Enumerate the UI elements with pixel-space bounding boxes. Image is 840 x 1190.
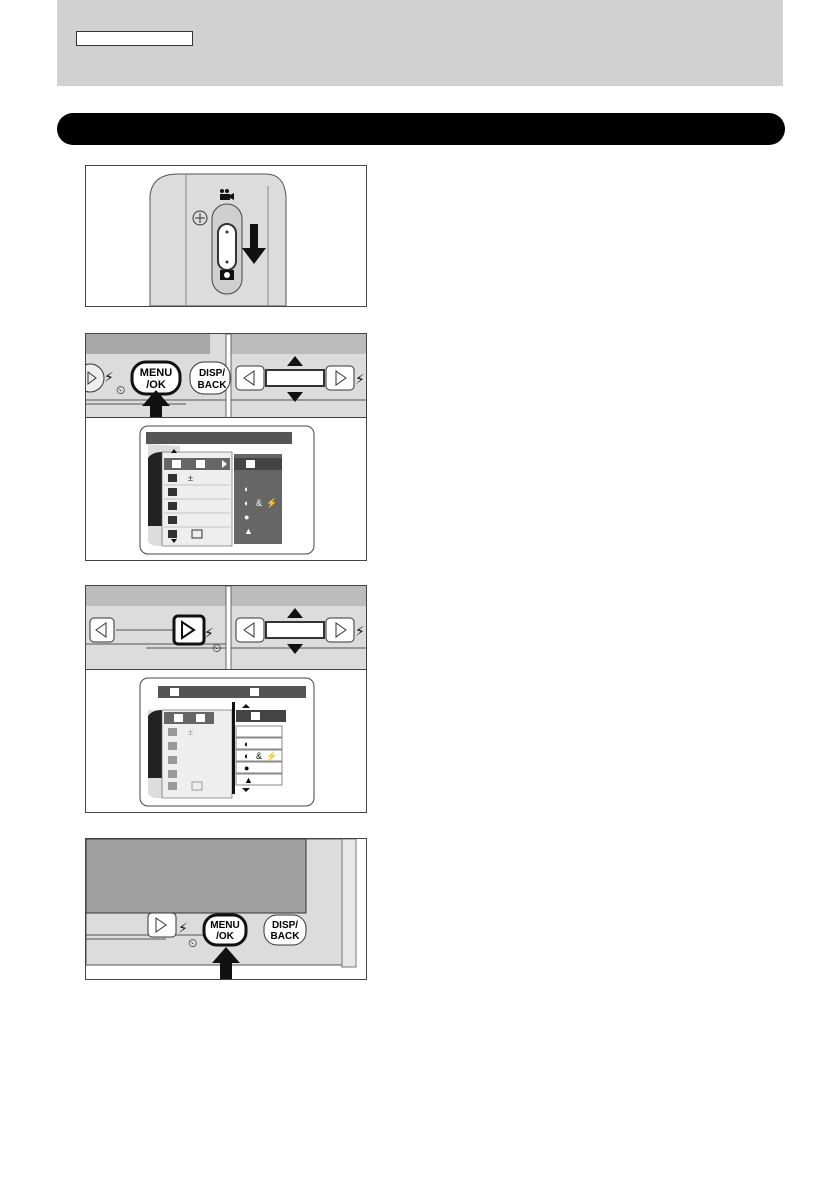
self-timer-icon: ⏲ bbox=[116, 383, 125, 397]
flash-icon: ⚡ bbox=[204, 625, 214, 641]
scene-options-list: ◐ ◐ & ⚡ ● ▲ bbox=[235, 704, 286, 792]
step-4-confirm-panel: ⚡ ⏲ MENU /OK DISP/ BACK bbox=[85, 838, 367, 980]
menu-ok-button-line2[interactable]: /OK bbox=[146, 379, 166, 391]
disp-back-button-line2[interactable]: BACK bbox=[198, 380, 228, 391]
disp-back-button-line2[interactable]: BACK bbox=[271, 931, 301, 942]
scene-flower-icon: ● bbox=[244, 763, 249, 773]
arrow-down-icon bbox=[242, 224, 266, 264]
svg-text:⚡: ⚡ bbox=[355, 623, 365, 639]
exposure-plus-minus: ± bbox=[188, 473, 193, 483]
step-3-buttons-panel: ⚡ ⏲ ⚡ bbox=[85, 585, 367, 671]
step-3-lcd-submenu-panel: ± ◐ ◐ & ⚡ ● ▲ bbox=[85, 669, 367, 813]
night-flash-and: & bbox=[256, 498, 262, 508]
section-heading-bar bbox=[57, 113, 785, 145]
camera-icon bbox=[220, 270, 234, 280]
disp-back-button-line1[interactable]: DISP/ bbox=[199, 368, 225, 379]
step-1-mode-switch-panel bbox=[85, 165, 367, 307]
scene-landscape-icon: ▲ bbox=[244, 526, 253, 536]
flash-icon: ⚡ bbox=[178, 920, 188, 936]
svg-text:⚡: ⚡ bbox=[266, 750, 277, 762]
header-tag-box bbox=[76, 31, 193, 46]
menu-ok-button-line1[interactable]: MENU bbox=[140, 367, 172, 379]
camera-icon bbox=[251, 712, 260, 720]
flash-icon: ⚡ bbox=[104, 369, 114, 385]
step-2-lcd-menu-panel: ± ◐ ◐ & ⚡ ● ▲ bbox=[85, 417, 367, 561]
self-timer-icon: ⏲ bbox=[212, 641, 221, 655]
scene-portrait-icon: ◐ bbox=[244, 484, 249, 494]
scene-portrait-icon: ◐ bbox=[244, 739, 249, 749]
self-timer-icon: ⏲ bbox=[188, 936, 197, 950]
scene-landscape-icon: ▲ bbox=[244, 775, 253, 785]
movie-icon bbox=[220, 189, 234, 200]
arrow-up-icon bbox=[142, 390, 170, 418]
scene-night-icon: ◐ bbox=[244, 498, 249, 508]
step-2-buttons-panel: ⚡ ⏲ MENU /OK DISP/ BACK ⚡ bbox=[85, 333, 367, 419]
menu-ok-button-line1[interactable]: MENU bbox=[210, 920, 239, 931]
svg-text:⚡: ⚡ bbox=[266, 497, 277, 509]
disp-back-button-line1[interactable]: DISP/ bbox=[272, 920, 298, 931]
arrow-up-icon bbox=[212, 947, 240, 979]
svg-text:⚡: ⚡ bbox=[355, 371, 365, 387]
page-header bbox=[57, 0, 783, 86]
exposure-plus-minus-dimmed: ± bbox=[188, 727, 193, 737]
scene-flower-icon: ● bbox=[244, 512, 249, 522]
menu-ok-button-line2[interactable]: /OK bbox=[216, 931, 235, 942]
night-flash-and-submenu: & bbox=[256, 751, 262, 761]
camera-icon bbox=[246, 460, 255, 468]
scene-night-icon: ◐ bbox=[244, 751, 249, 761]
